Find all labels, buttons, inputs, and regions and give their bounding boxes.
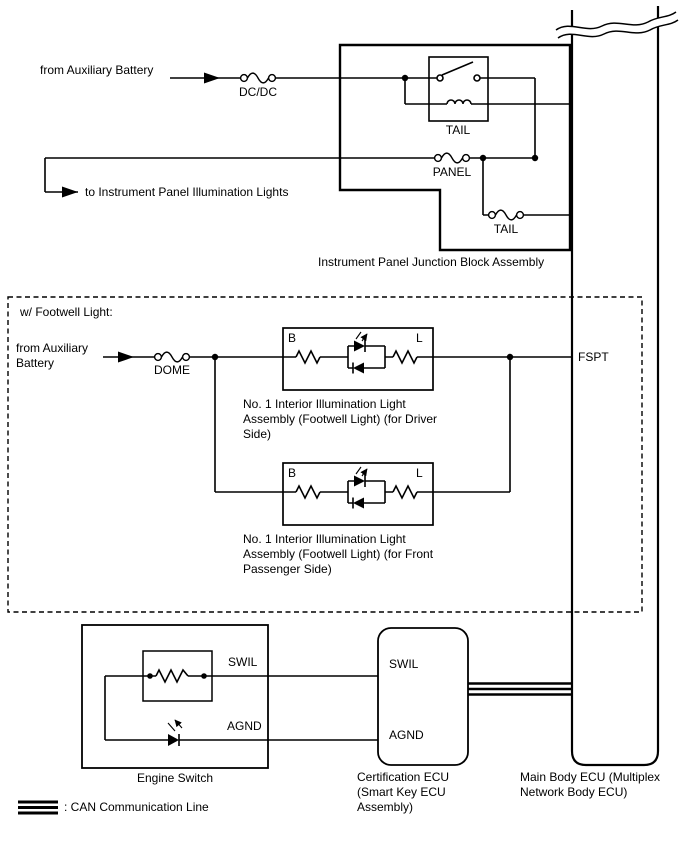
junction-dot <box>531 154 539 162</box>
label-ecu-agnd: AGND <box>389 728 424 742</box>
fuse-dcdc-icon <box>239 72 277 84</box>
label-from-aux-battery: from Auxiliary Battery <box>40 63 153 77</box>
fuse-dome-icon <box>153 351 191 363</box>
label-terminal-l: L <box>416 331 423 345</box>
main-body-ecu-outline <box>570 6 660 767</box>
junction-dot <box>506 353 514 361</box>
junction-dot <box>211 353 219 361</box>
caption-engine-switch: Engine Switch <box>137 771 213 785</box>
label-terminal-b: B <box>288 331 296 345</box>
label-fuse-dcdc: DC/DC <box>239 85 277 99</box>
arrow-right-icon <box>204 72 220 84</box>
junction-dot <box>479 154 487 162</box>
caption-driver-light-1: No. 1 Interior Illumination Light <box>243 397 406 411</box>
can-legend-symbol-icon <box>18 800 58 815</box>
label-swil: SWIL <box>228 655 258 669</box>
caption-passenger-light-1: No. 1 Interior Illumination Light <box>243 532 406 546</box>
caption-driver-light-2: Assembly (Footwell Light) (for Driver <box>243 412 437 426</box>
label-terminal-b: B <box>288 466 296 480</box>
junction-dot <box>201 673 207 679</box>
label-fuse-tail: TAIL <box>494 222 519 236</box>
label-footwell-header: w/ Footwell Light: <box>19 305 113 319</box>
fuse-panel-icon <box>433 152 471 164</box>
caption-passenger-light-2: Assembly (Footwell Light) (for Front <box>243 547 434 561</box>
caption-cert-ecu-1: Certification ECU <box>357 770 449 784</box>
footwell-light-passenger-icon <box>283 463 433 525</box>
engine-switch-icon <box>81 624 378 769</box>
legend-can-label: : CAN Communication Line <box>64 800 209 814</box>
break-wave-top-icon <box>555 11 677 31</box>
footwell-light-driver-icon <box>283 328 433 390</box>
label-fspt: FSPT <box>578 350 609 364</box>
certification-ecu-outline <box>377 627 469 766</box>
label-from-aux-line1: from Auxiliary <box>16 341 88 355</box>
arrow-right-icon <box>118 351 134 363</box>
top-circuit-wiring <box>44 72 572 221</box>
label-agnd: AGND <box>227 719 262 733</box>
label-terminal-l: L <box>416 466 423 480</box>
can-communication-line-icon <box>468 682 572 696</box>
label-relay-tail: TAIL <box>446 123 471 137</box>
tail-relay-icon <box>428 56 489 122</box>
junction-dot <box>147 673 153 679</box>
led-icon <box>168 734 179 746</box>
caption-cert-ecu-2: (Smart Key ECU <box>357 785 446 799</box>
label-ecu-swil: SWIL <box>389 657 419 671</box>
caption-passenger-light-3: Passenger Side) <box>243 562 332 576</box>
junction-dot <box>401 74 409 82</box>
footwell-circuit-wiring <box>103 328 572 525</box>
caption-main-ecu-2: Network Body ECU) <box>520 785 627 799</box>
label-fuse-panel: PANEL <box>433 165 472 179</box>
break-wave-bottom-icon <box>557 19 679 39</box>
caption-junction-block: Instrument Panel Junction Block Assembly <box>318 255 544 269</box>
footwell-dashed-box <box>7 296 643 613</box>
arrow-right-icon <box>62 186 78 198</box>
labels: from Auxiliary Battery DC/DC TAIL PANEL … <box>16 63 660 814</box>
caption-main-ecu-1: Main Body ECU (Multiplex <box>520 770 660 784</box>
caption-cert-ecu-3: Assembly) <box>357 800 413 814</box>
fuse-tail-icon <box>487 209 525 221</box>
label-fuse-dome: DOME <box>154 363 190 377</box>
junction-block-outline <box>338 43 572 252</box>
caption-driver-light-3: Side) <box>243 427 271 441</box>
label-to-instrument-lights: to Instrument Panel Illumination Lights <box>85 185 288 199</box>
label-from-aux-line2: Battery <box>16 356 54 370</box>
break-band <box>556 12 678 38</box>
